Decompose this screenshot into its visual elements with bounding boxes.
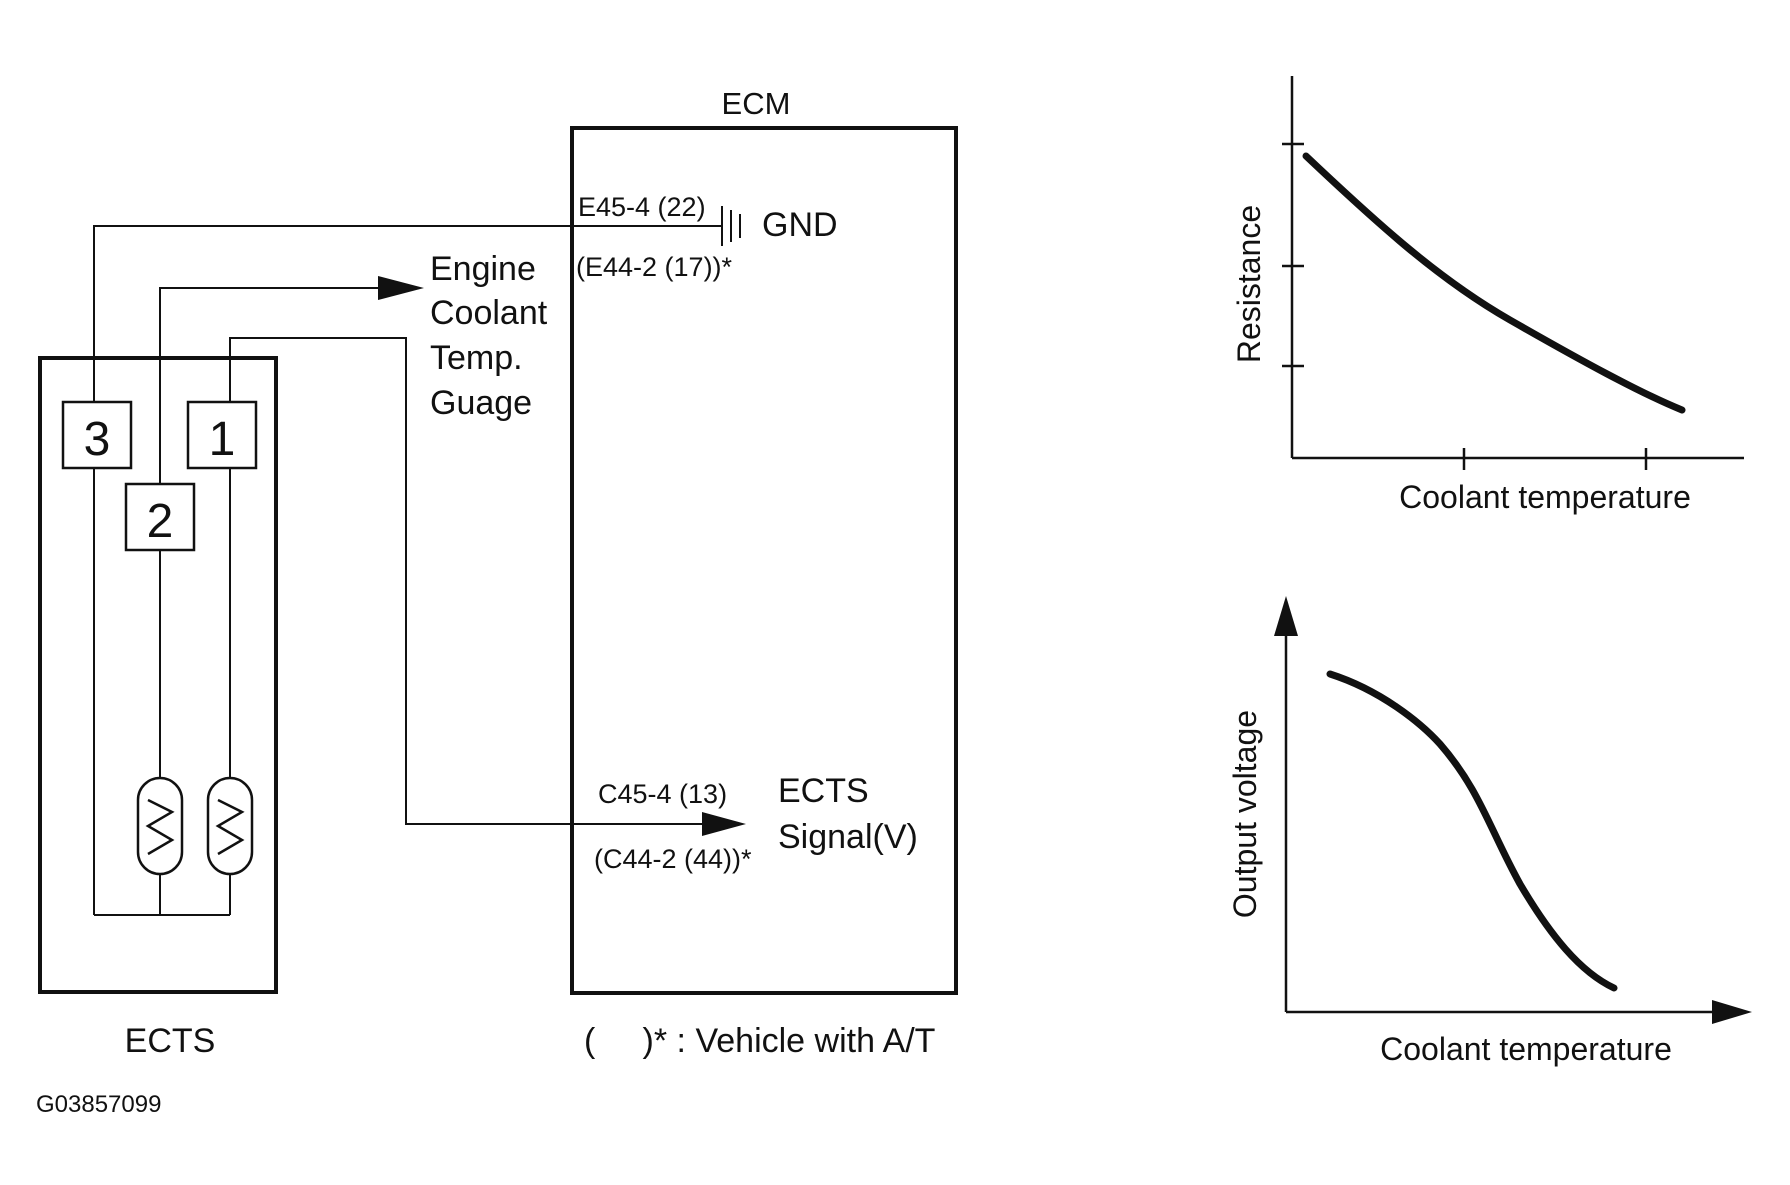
ects-sensor-box xyxy=(38,356,278,994)
terminal-3-label: 3 xyxy=(84,413,111,466)
signal-wire xyxy=(229,337,710,825)
gnd-pin-label: E45-4 (22) xyxy=(578,192,706,222)
thermistor-2-icon xyxy=(206,776,254,876)
signal-arrow-icon xyxy=(702,812,746,836)
ects-signal-label-line2: Signal(V) xyxy=(778,818,918,856)
resistance-x-label: Coolant temperature xyxy=(1399,479,1691,515)
sensor-internal-wiring xyxy=(93,468,231,916)
voltage-y-label: Output voltage xyxy=(1227,710,1263,918)
gauge-label-line1: Engine xyxy=(430,250,536,288)
ground-wire xyxy=(93,225,722,402)
resistance-y-label: Resistance xyxy=(1231,205,1267,363)
gauge-label-line4: Guage xyxy=(430,384,532,422)
ects-signal-label-line1: ECTS xyxy=(778,772,869,810)
gauge-wire xyxy=(159,287,386,484)
ground-symbol xyxy=(721,206,741,246)
gnd-pin-at-label: (E44-2 (17))* xyxy=(576,252,733,282)
gauge-label-line3: Temp. xyxy=(430,339,523,377)
terminal-1-label: 1 xyxy=(209,413,236,466)
thermistor-1-icon xyxy=(136,776,184,876)
signal-pin-at-label: (C44-2 (44))* xyxy=(594,844,752,874)
gauge-label-line2: Coolant xyxy=(430,294,548,332)
voltage-curve xyxy=(1326,670,1618,992)
resistance-x-ticks xyxy=(1462,448,1648,470)
voltage-x-axis-arrow-icon xyxy=(1712,1000,1752,1024)
voltage-y-axis-arrow-icon xyxy=(1274,596,1298,636)
ecm-label: ECM xyxy=(722,86,791,121)
resistance-graph: Resistance Coolant temperature xyxy=(1231,76,1744,515)
ecm-box xyxy=(570,126,958,995)
gauge-arrow-icon xyxy=(378,276,424,300)
figure-id: G03857099 xyxy=(36,1091,161,1118)
terminal-3-box xyxy=(61,400,133,470)
voltage-graph: Output voltage Coolant temperature xyxy=(1227,596,1752,1067)
voltage-x-label: Coolant temperature xyxy=(1380,1031,1672,1067)
at-footnote: ( )* : Vehicle with A/T xyxy=(584,1022,935,1060)
resistance-curve xyxy=(1302,152,1686,414)
resistance-y-ticks xyxy=(1282,142,1304,368)
ects-label: ECTS xyxy=(125,1022,216,1060)
terminal-2-label: 2 xyxy=(147,495,174,548)
signal-pin-label: C45-4 (13) xyxy=(598,779,727,809)
terminal-1-box xyxy=(186,400,258,470)
gnd-label: GND xyxy=(762,206,838,244)
